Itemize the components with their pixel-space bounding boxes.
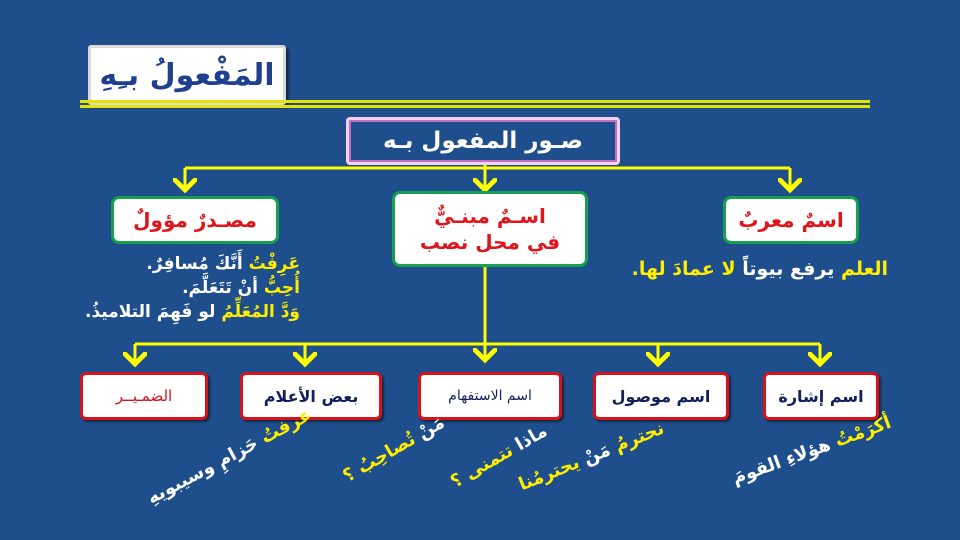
root-node: صـور المفعول بـه bbox=[346, 117, 620, 165]
category-label: اسمٌ معربٌ bbox=[738, 208, 844, 232]
title-underline bbox=[80, 100, 870, 103]
category-label: مصـدرٌ مؤولٌ bbox=[133, 208, 257, 232]
category-masdar: مصـدرٌ مؤولٌ bbox=[111, 196, 279, 244]
subtype-istifham: اسم الاستفهام bbox=[418, 372, 562, 420]
category-mu3rab: اسمٌ معربٌ bbox=[723, 196, 859, 244]
example-line: أُحِبُّ أنْ تَتَعَلَّمَ. bbox=[182, 278, 300, 298]
subtype-mawsul: اسم موصول bbox=[593, 372, 729, 420]
category-mabni: اسـمٌ مبنـيٌّ في محل نصب bbox=[392, 191, 588, 267]
category-sublabel: في محل نصب bbox=[419, 230, 561, 254]
category-label: اسـمٌ مبنـيٌّ bbox=[434, 204, 546, 228]
example-line: عَرِفْتُ أَنَّكَ مُسافِرٌ. bbox=[146, 254, 300, 274]
subtype-damir: الضمـيــر bbox=[80, 372, 208, 420]
example-masdar: عَرِفْتُ أَنَّكَ مُسافِرٌ. أُحِبُّ أنْ ت… bbox=[85, 252, 300, 324]
example-mu3rab: العلم يرفع بيوتاً لا عمادَ لها. bbox=[631, 258, 888, 280]
title-underline-2 bbox=[80, 105, 870, 108]
subtype-ishara: اسم إشارة bbox=[763, 372, 879, 420]
example-line: وَدَّ المُعَلِّمُ لو فَهِمَ التلاميذُ. bbox=[85, 302, 300, 322]
subtype-alam: بعض الأعلام bbox=[240, 372, 382, 420]
page-title: المَفْعولُ بـِهِ bbox=[88, 45, 286, 105]
